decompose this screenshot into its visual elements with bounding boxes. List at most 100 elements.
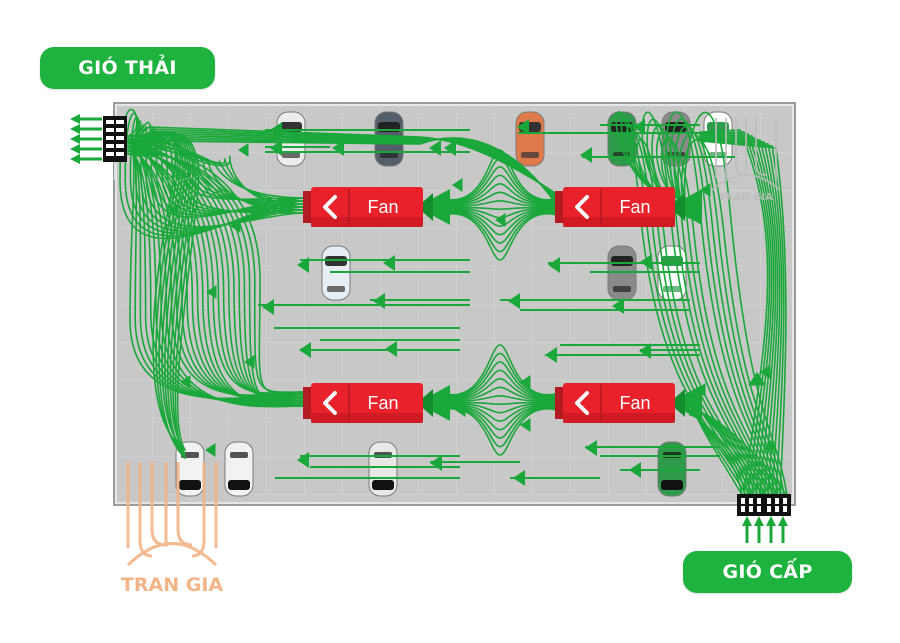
flow-streamline: [444, 408, 556, 456]
parked-car: [515, 111, 545, 167]
watermark-logo-large: [126, 462, 218, 567]
flow-arrowhead: [205, 443, 216, 457]
flow-streamline: [444, 386, 556, 401]
flow-arrowhead: [332, 140, 344, 156]
flow-streamline: [444, 378, 556, 400]
flow-arrowhead: [455, 403, 466, 417]
jet-fan: Fan: [303, 383, 450, 423]
flow-arrowhead: [262, 299, 274, 315]
flow-streamline: [444, 361, 556, 398]
flow-arrowhead: [180, 375, 191, 389]
flow-streamline: [127, 132, 194, 455]
flow-streamline: [444, 166, 556, 203]
flow-streamline: [444, 183, 556, 205]
supply-arrows: [742, 516, 788, 543]
flow-arrowhead: [639, 343, 651, 359]
flow-arrowhead: [580, 147, 592, 163]
parked-car: [368, 441, 398, 497]
flow-arrowhead: [513, 470, 525, 486]
watermark-text-large: TRAN GIA: [121, 574, 223, 596]
jet-fan: Fan: [555, 187, 702, 227]
flow-arrowhead: [517, 119, 529, 135]
flow-streamline: [444, 403, 556, 422]
flow-streamline: [127, 145, 306, 408]
flow-streamline: [444, 199, 556, 208]
flow-streamline: [444, 407, 556, 448]
flow-arrowhead: [629, 462, 641, 478]
flow-streamline: [127, 137, 306, 395]
flow-arrowhead: [297, 452, 309, 468]
flow-streamline: [127, 141, 306, 406]
fan-label: Fan: [619, 197, 650, 217]
flow-arrowhead: [230, 219, 241, 233]
jet-fan: Fan: [303, 187, 450, 227]
flow-arrowhead: [760, 365, 771, 379]
flow-streamline: [444, 406, 556, 439]
supply-grille: [737, 494, 791, 516]
flow-arrowhead: [612, 298, 624, 314]
flow-arrowhead: [763, 440, 777, 451]
fan-intake-cone: [669, 189, 702, 225]
flow-arrowhead: [585, 440, 597, 456]
flow-streamline: [129, 134, 306, 205]
flow-arrowhead: [270, 140, 282, 156]
flow-streamline: [129, 144, 306, 202]
fan-label: Fan: [367, 393, 398, 413]
flow-arrowhead: [700, 183, 711, 197]
flow-arrowhead: [430, 455, 442, 471]
exhaust-arrows: [70, 114, 102, 164]
fan-label: Fan: [619, 393, 650, 413]
flow-arrowhead: [299, 342, 311, 358]
flow-streamline: [129, 121, 306, 218]
flow-streamline: [444, 401, 556, 406]
flow-arrowhead: [429, 140, 441, 156]
flow-streamline: [127, 130, 189, 459]
flow-streamline: [699, 133, 773, 496]
flow-streamline: [127, 141, 306, 400]
flow-arrowhead: [373, 293, 385, 309]
flow-arrowhead: [244, 355, 255, 369]
flow-streamline: [444, 404, 556, 431]
flow-streamline: [699, 138, 783, 496]
flow-streamline: [699, 131, 771, 496]
flow-streamline: [444, 209, 556, 236]
flow-arrowhead: [508, 293, 520, 309]
flow-arrowhead: [444, 140, 456, 156]
flow-streamline: [444, 211, 556, 244]
flow-streamline: [444, 352, 556, 397]
flow-arrowhead: [385, 341, 397, 357]
flow-arrowhead: [640, 254, 652, 270]
flow-streamline: [129, 125, 306, 216]
flow-streamline: [669, 118, 776, 496]
fan-intake-cone: [669, 385, 702, 421]
flow-streamline: [444, 213, 556, 261]
fan-intake-cone: [417, 385, 450, 421]
flow-arrowhead: [270, 122, 282, 138]
flow-streamline: [444, 394, 556, 403]
flow-streamline: [444, 206, 556, 211]
fan-intake-cone: [417, 189, 450, 225]
flow-streamline: [699, 135, 777, 496]
flow-arrowhead: [495, 213, 506, 227]
watermark-logo-small: [711, 118, 781, 191]
flow-streamline: [149, 137, 561, 211]
exhaust-air-label: GIÓ THẢI: [40, 47, 215, 89]
flow-streamline: [699, 129, 769, 496]
flow-streamline: [444, 402, 556, 414]
flow-streamline: [127, 152, 306, 399]
parked-car: [224, 441, 254, 497]
watermark-text-small: TRAN GIA: [719, 192, 773, 203]
flow-streamline: [444, 191, 556, 206]
flow-streamline: [444, 369, 556, 399]
flow-arrowhead: [548, 257, 560, 273]
flow-streamline: [680, 139, 785, 496]
flow-streamline: [699, 137, 781, 496]
jet-fan: Fan: [555, 383, 702, 423]
flow-streamline: [444, 208, 556, 227]
chevron-left-icon: [575, 195, 589, 219]
supply-air-label: GIÓ CẤP: [683, 551, 852, 593]
flow-arrowhead: [206, 285, 217, 299]
flow-arrowhead: [452, 178, 463, 192]
flow-arrowhead: [633, 119, 645, 135]
